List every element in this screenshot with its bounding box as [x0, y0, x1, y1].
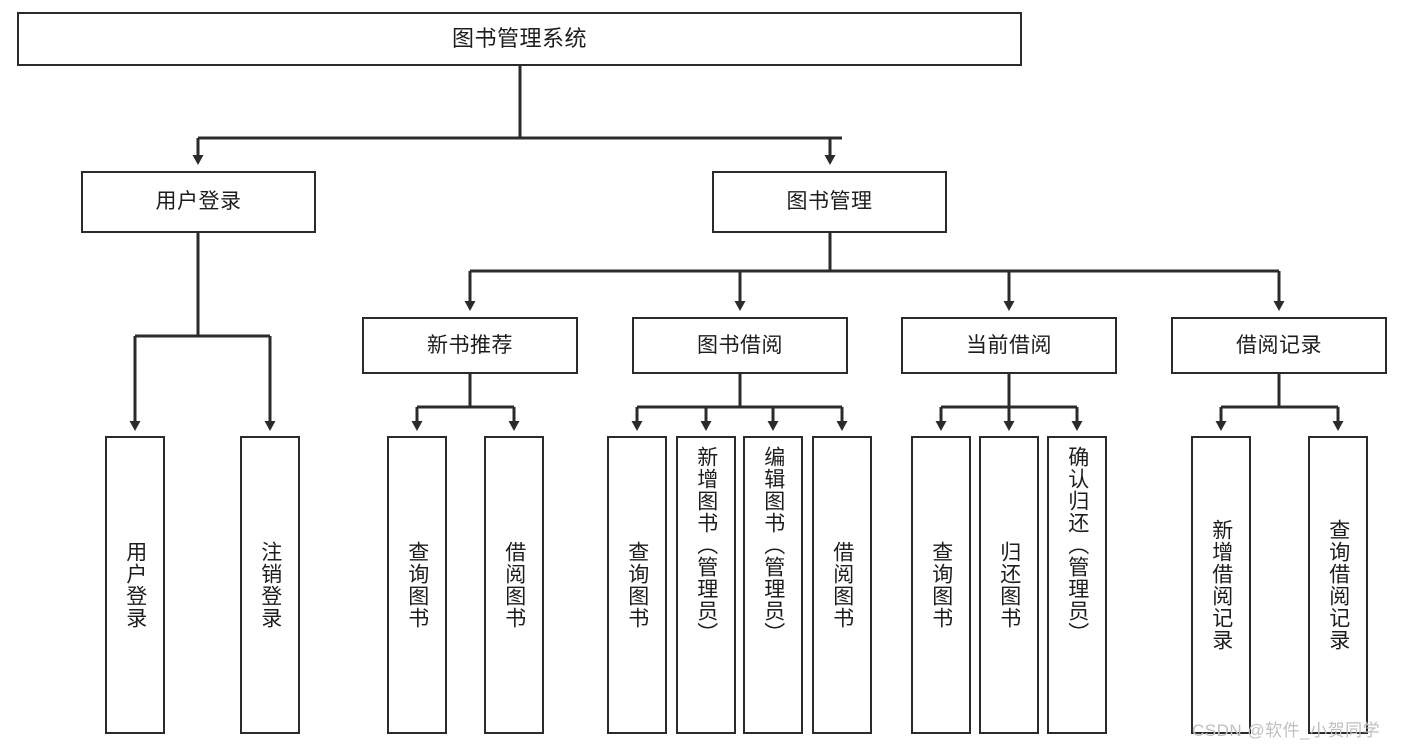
node-borrow-records-label: 借阅记录 — [1236, 333, 1322, 357]
leaf-query-borrow-record-label: 查询借阅记录 — [1326, 519, 1350, 651]
leaf-add-book-admin-label: 新增图书（管理员） — [694, 446, 718, 644]
leaf-edit-book-admin-label: 编辑图书（管理员） — [761, 446, 785, 644]
node-root-label: 图书管理系统 — [451, 25, 587, 51]
leaf-return-book[interactable]: 归还图书 — [979, 436, 1039, 734]
csdn-watermark: CSDN @软件_小贺同学 — [1192, 721, 1381, 740]
leaf-confirm-return-admin-label: 确认归还（管理员） — [1065, 446, 1089, 644]
node-root[interactable]: 图书管理系统 — [17, 12, 1022, 66]
leaf-query-book-3-label: 查询图书 — [929, 541, 953, 629]
node-current-borrow[interactable]: 当前借阅 — [901, 317, 1117, 374]
node-book-management-label: 图书管理 — [786, 190, 873, 214]
node-borrow-records[interactable]: 借阅记录 — [1171, 317, 1387, 374]
leaf-query-borrow-record[interactable]: 查询借阅记录 — [1308, 436, 1368, 734]
node-user-login-label: 用户登录 — [155, 190, 242, 214]
node-user-login[interactable]: 用户登录 — [81, 171, 316, 233]
leaf-borrow-book-2[interactable]: 借阅图书 — [812, 436, 872, 734]
leaf-logout[interactable]: 注销登录 — [240, 436, 300, 734]
leaf-add-book-admin[interactable]: 新增图书（管理员） — [676, 436, 736, 734]
leaf-user-login[interactable]: 用户登录 — [105, 436, 165, 734]
leaf-return-book-label: 归还图书 — [997, 541, 1021, 629]
leaf-query-book-1[interactable]: 查询图书 — [387, 436, 447, 734]
leaf-logout-label: 注销登录 — [258, 541, 282, 629]
leaf-user-login-label: 用户登录 — [123, 541, 147, 629]
leaf-borrow-book-1-label: 借阅图书 — [502, 541, 526, 629]
leaf-add-borrow-record-label: 新增借阅记录 — [1209, 519, 1233, 651]
node-new-book-recommend[interactable]: 新书推荐 — [362, 317, 578, 374]
leaf-borrow-book-1[interactable]: 借阅图书 — [484, 436, 544, 734]
leaf-confirm-return-admin[interactable]: 确认归还（管理员） — [1047, 436, 1107, 734]
leaf-query-book-1-label: 查询图书 — [405, 541, 429, 629]
leaf-borrow-book-2-label: 借阅图书 — [830, 541, 854, 629]
leaf-edit-book-admin[interactable]: 编辑图书（管理员） — [743, 436, 803, 734]
leaf-query-book-2[interactable]: 查询图书 — [607, 436, 667, 734]
node-book-borrow-label: 图书借阅 — [697, 333, 783, 357]
leaf-add-borrow-record[interactable]: 新增借阅记录 — [1191, 436, 1251, 734]
node-book-borrow[interactable]: 图书借阅 — [632, 317, 848, 374]
leaf-query-book-2-label: 查询图书 — [625, 541, 649, 629]
node-current-borrow-label: 当前借阅 — [966, 333, 1052, 357]
node-new-book-recommend-label: 新书推荐 — [427, 333, 513, 357]
leaf-query-book-3[interactable]: 查询图书 — [911, 436, 971, 734]
node-book-management[interactable]: 图书管理 — [712, 171, 947, 233]
